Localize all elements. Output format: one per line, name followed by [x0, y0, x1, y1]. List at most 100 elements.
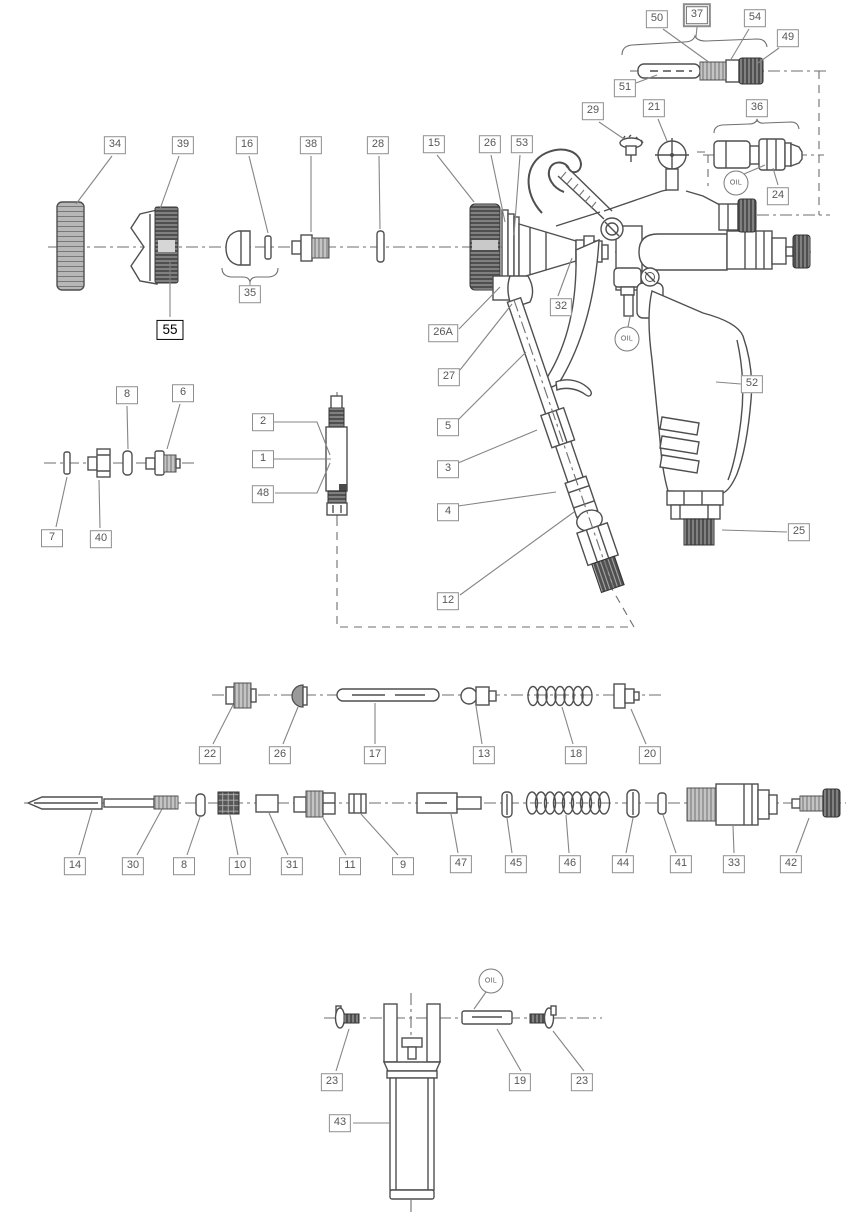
- part-label-15[interactable]: 15: [422, 135, 446, 153]
- leader-line: [457, 491, 557, 507]
- part-label-30[interactable]: 30: [121, 857, 145, 875]
- leader-line: [229, 814, 239, 856]
- leader-line: [657, 118, 668, 142]
- part-label-40[interactable]: 40: [89, 530, 113, 548]
- leader-group: [55, 26, 810, 1124]
- part-label-19[interactable]: 19: [508, 1073, 532, 1091]
- leader-line: [458, 286, 501, 330]
- part-label-13[interactable]: 13: [472, 746, 496, 764]
- part-label-17[interactable]: 17: [363, 746, 387, 764]
- part-label-18[interactable]: 18: [564, 746, 588, 764]
- leader-line: [473, 991, 487, 1010]
- leader-line: [757, 47, 780, 64]
- inlet-nipple-part: [683, 518, 715, 546]
- hanger-hook: [527, 148, 583, 214]
- part-label-33[interactable]: 33: [722, 855, 746, 873]
- part-label-6[interactable]: 6: [172, 384, 194, 402]
- leader-line: [186, 816, 201, 856]
- part-label-28[interactable]: 28: [366, 136, 390, 154]
- part-label-21[interactable]: 21: [642, 99, 666, 117]
- part-label-41[interactable]: 41: [669, 855, 693, 873]
- part-label-24[interactable]: 24: [766, 187, 790, 205]
- leader-line: [450, 813, 459, 854]
- part-label-45[interactable]: 45: [504, 855, 528, 873]
- air-cap-part: [130, 206, 179, 285]
- leader-line: [743, 164, 766, 175]
- leader-line: [552, 1030, 585, 1072]
- part-label-26[interactable]: 26: [268, 746, 292, 764]
- part-label-42[interactable]: 42: [779, 855, 803, 873]
- part-label-9[interactable]: 9: [392, 857, 414, 875]
- leader-line: [126, 405, 129, 450]
- leader-line: [275, 462, 331, 494]
- leader-line: [136, 808, 163, 856]
- part-label-31[interactable]: 31: [280, 857, 304, 875]
- part-label-53[interactable]: 53: [510, 135, 534, 153]
- oil-marker: OIL: [478, 968, 504, 994]
- part-label-7[interactable]: 7: [41, 529, 63, 547]
- part-label-8[interactable]: 8: [173, 857, 195, 875]
- leader-line: [625, 817, 634, 854]
- part-label-44[interactable]: 44: [611, 855, 635, 873]
- part-label-27[interactable]: 27: [437, 368, 461, 386]
- part-label-36[interactable]: 36: [745, 99, 769, 117]
- part-label-11[interactable]: 11: [339, 857, 361, 875]
- part-label-5[interactable]: 5: [437, 418, 459, 436]
- part-label-52[interactable]: 52: [740, 375, 764, 393]
- part-label-32[interactable]: 32: [549, 298, 573, 316]
- part-label-2[interactable]: 2: [252, 413, 274, 431]
- leader-line: [166, 403, 181, 450]
- part-label-46[interactable]: 46: [558, 855, 582, 873]
- leader-line: [159, 155, 180, 210]
- part-label-4[interactable]: 4: [437, 503, 459, 521]
- part-label-23[interactable]: 23: [570, 1073, 594, 1091]
- part-label-39[interactable]: 39: [171, 136, 195, 154]
- leader-line: [561, 706, 574, 745]
- part-label-25[interactable]: 25: [787, 523, 811, 541]
- cartridge-valve-part: [325, 395, 348, 516]
- part-label-37[interactable]: 37: [682, 3, 712, 27]
- part-label-10[interactable]: 10: [228, 857, 252, 875]
- part-label-14[interactable]: 14: [63, 857, 87, 875]
- part-label-16[interactable]: 16: [235, 136, 259, 154]
- trigger-part: [545, 238, 600, 397]
- mid-row-parts: [225, 682, 640, 709]
- part-label-20[interactable]: 20: [638, 746, 662, 764]
- part-label-29[interactable]: 29: [581, 102, 605, 120]
- part-label-12[interactable]: 12: [436, 592, 460, 610]
- vent-part: [619, 134, 644, 162]
- gauge-boss-part: [655, 138, 689, 191]
- part-label-3[interactable]: 3: [437, 460, 459, 478]
- part-label-26[interactable]: 26: [478, 135, 502, 153]
- part-label-1[interactable]: 1: [252, 450, 274, 468]
- part-label-49[interactable]: 49: [776, 29, 800, 47]
- part-label-8[interactable]: 8: [116, 386, 138, 404]
- leader-line: [598, 121, 625, 140]
- part-label-38[interactable]: 38: [299, 136, 323, 154]
- part-label-54[interactable]: 54: [743, 9, 767, 27]
- needle-row-parts: [26, 783, 841, 826]
- seat-part: [291, 234, 330, 262]
- leader-line: [55, 476, 68, 528]
- part-label-35[interactable]: 35: [238, 285, 262, 303]
- leader-line: [378, 155, 381, 230]
- part-label-23[interactable]: 23: [320, 1073, 344, 1091]
- part-label-22[interactable]: 22: [198, 746, 222, 764]
- part-label-43[interactable]: 43: [328, 1114, 352, 1132]
- part-label-47[interactable]: 47: [449, 855, 473, 873]
- leader-line: [436, 154, 475, 203]
- fan-knob: [737, 198, 757, 233]
- part-label-26A[interactable]: 26A: [428, 324, 458, 342]
- part-label-55[interactable]: 55: [156, 319, 184, 341]
- leader-line: [496, 1028, 522, 1072]
- part-label-50[interactable]: 50: [645, 10, 669, 28]
- part-label-51[interactable]: 51: [613, 79, 637, 97]
- leader-line: [459, 303, 513, 371]
- leader-line: [274, 421, 331, 456]
- part-label-48[interactable]: 48: [251, 485, 275, 503]
- part-label-34[interactable]: 34: [103, 136, 127, 154]
- leader-line: [475, 705, 483, 745]
- leader-line: [360, 813, 399, 856]
